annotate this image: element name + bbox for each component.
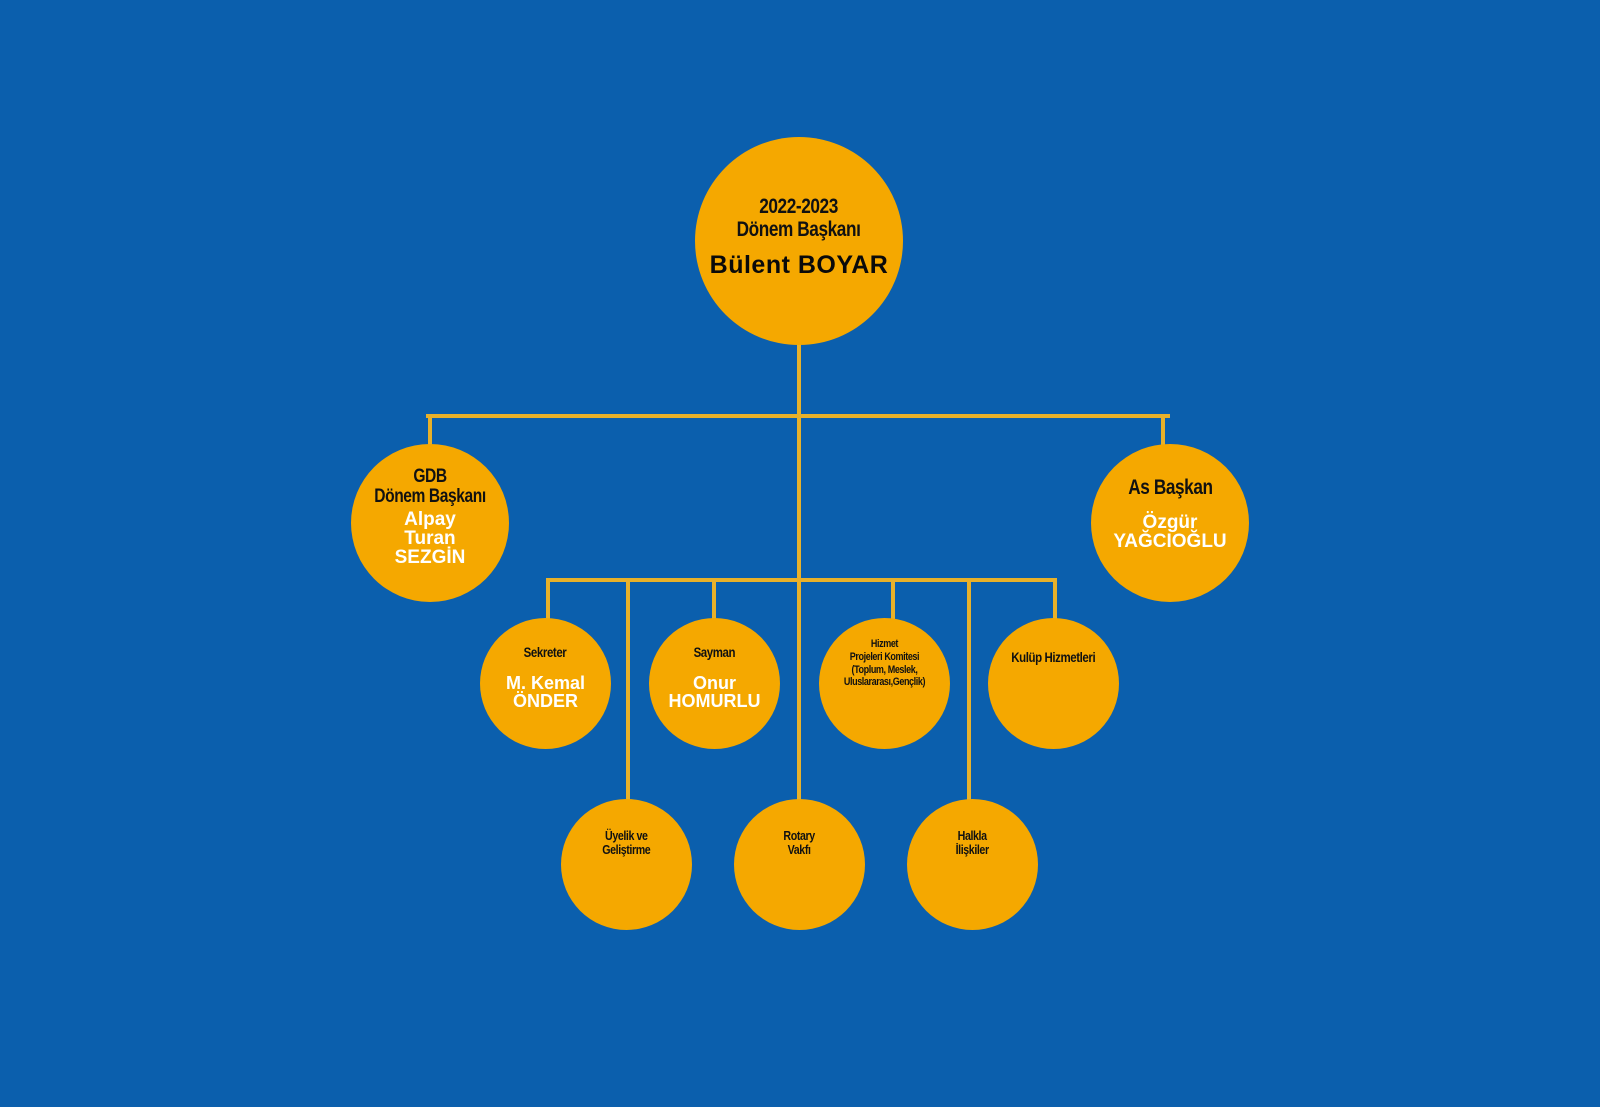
vice-president-role: As Başkan	[1127, 475, 1213, 499]
treasurer-node: Sayman Onur HOMURLU	[649, 618, 780, 749]
membership-node: Üyelik ve Geliştirme	[561, 799, 692, 930]
vice-president-node: As Başkan Özgür YAĞCIOĞLU	[1091, 444, 1249, 602]
rotary-foundation-node: Rotary Vakfı	[734, 799, 865, 930]
secretary-role: Sekreter	[524, 644, 567, 661]
president-node: 2022-2023 Dönem Başkanı Bülent BOYAR	[695, 137, 903, 345]
club-services-node: Kulüp Hizmetleri	[988, 618, 1119, 749]
president-name: Bülent BOYAR	[709, 250, 889, 279]
treasurer-name: Onur HOMURLU	[668, 672, 761, 711]
vice-president-name: Özgür YAĞCIOĞLU	[1113, 512, 1227, 553]
rotary-foundation-role: Rotary Vakfı	[783, 827, 816, 857]
membership-role: Üyelik ve Geliştirme	[602, 827, 651, 857]
secretary-name: M. Kemal ÖNDER	[505, 672, 586, 711]
treasurer-role: Sayman	[693, 644, 736, 661]
public-relations-role: Halkla İlişkiler	[955, 827, 990, 857]
club-services-role: Kulüp Hizmetleri	[1011, 649, 1096, 666]
service-projects-node: Hizmet Projeleri Komitesi (Toplum, Mesle…	[819, 618, 950, 749]
secretary-node: Sekreter M. Kemal ÖNDER	[480, 618, 611, 749]
public-relations-node: Halkla İlişkiler	[907, 799, 1038, 930]
past-president-node: GDB Dönem Başkanı Alpay Turan SEZGİN	[351, 444, 509, 602]
service-projects-role: Hizmet Projeleri Komitesi (Toplum, Mesle…	[843, 638, 926, 689]
president-role: 2022-2023 Dönem Başkanı	[737, 195, 861, 241]
past-president-role: GDB Dönem Başkanı	[374, 465, 486, 507]
past-president-name: Alpay Turan SEZGİN	[394, 509, 466, 569]
